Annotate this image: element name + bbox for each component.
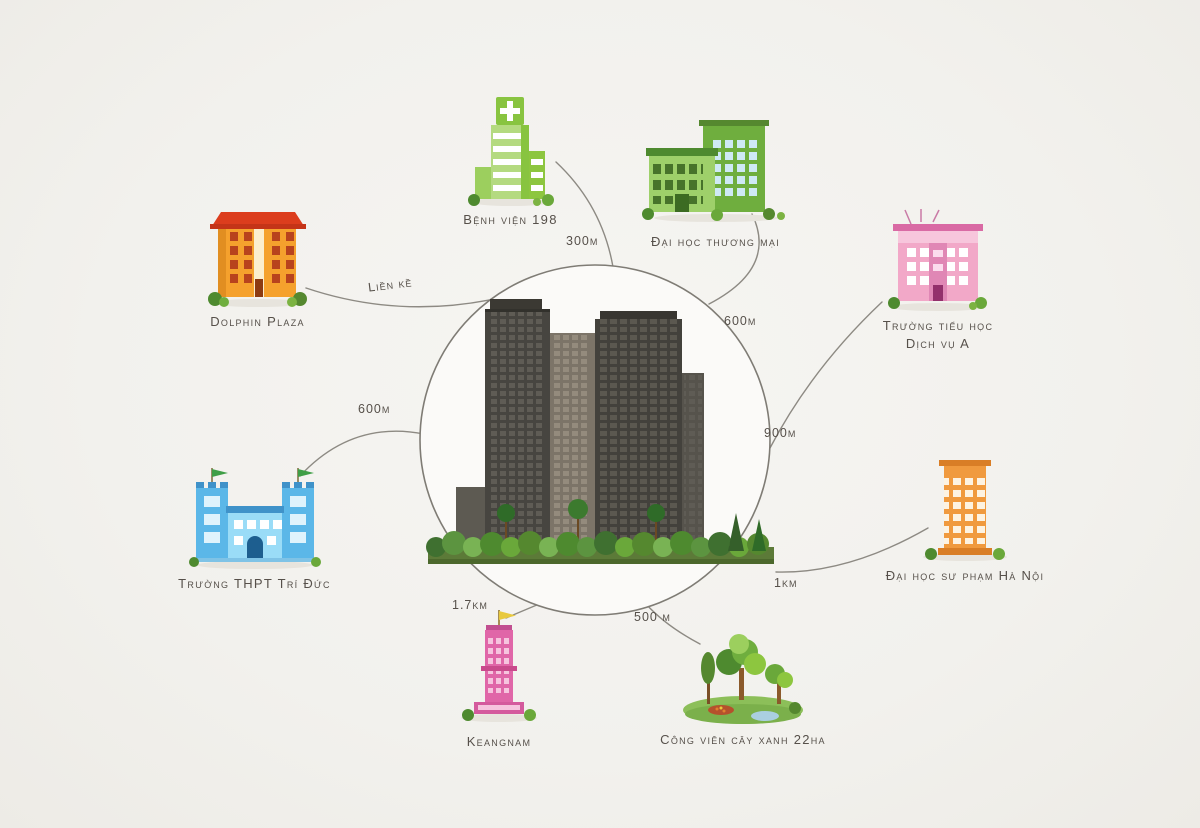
- landmark-benh-vien-198: Bệnh viện 198: [448, 94, 573, 229]
- landmark-label-dai-hoc-thuong-mai: Đại học thương mại: [650, 234, 781, 249]
- project-towers-icon: [426, 299, 774, 564]
- connector-truong-thpt: [299, 430, 425, 477]
- landmark-label-truong-thpt: Trường THPT Trí Đức: [178, 576, 331, 591]
- landmark-label-dich-vu-a: Dịch vụ A: [905, 335, 971, 351]
- connector-benh-vien-198: [555, 161, 614, 268]
- primary-school-icon: [888, 209, 987, 311]
- landmark-label-dai-hoc-su-pham: Đại học sư phạm Hà Nội: [885, 568, 1045, 583]
- distance-label-keangnam: 1.7km: [452, 598, 488, 612]
- landmark-dai-hoc-thuong-mai: Đại học thương mại: [638, 116, 793, 251]
- landmark-label-cong-vien: Công viên cây xanh 22ha: [660, 732, 826, 747]
- distance-label-truong-thpt: 600m: [358, 402, 391, 416]
- high-school-castle-icon: [188, 468, 321, 569]
- landmark-truong-thpt-tri-duc: Trường THPT Trí Đức: [172, 462, 337, 593]
- landmark-cong-vien-cay-xanh: Công viên cây xanh 22ha: [658, 626, 828, 749]
- distance-label-dai-hoc-su-pham: 1km: [774, 576, 798, 590]
- connector-truong-tieu-hoc: [769, 301, 883, 449]
- landmark-truong-tieu-hoc-dich-vu-a: Trường tiểu học Dịch vụ A: [868, 206, 1008, 352]
- distance-label-cong-vien: 500 m: [634, 610, 671, 624]
- landmark-dai-hoc-su-pham-ha-noi: Đại học sư phạm Hà Nội: [876, 454, 1054, 585]
- connector-dolphin-plaza: [305, 287, 490, 308]
- connector-dai-hoc-su-pham: [775, 527, 929, 573]
- hospital-icon: [467, 97, 554, 206]
- landmark-label-dolphin-plaza: Dolphin Plaza: [210, 314, 305, 329]
- university-thuong-mai-icon: [641, 120, 785, 222]
- distance-label-truong-tieu-hoc: 900m: [764, 426, 797, 440]
- dolphin-plaza-icon: [207, 212, 307, 307]
- distance-label-dai-hoc-thuong-mai: 600m: [724, 314, 757, 328]
- university-su-pham-icon: [923, 460, 1007, 561]
- landmark-label-keangnam: Keangnam: [466, 734, 532, 749]
- landmark-label-truong-tieu-hoc: Trường tiểu học: [882, 318, 994, 333]
- distance-label-benh-vien-198: 300m: [566, 234, 599, 248]
- landmark-keangnam: Keangnam: [440, 608, 558, 751]
- connector-dai-hoc-thuong-mai: [708, 213, 760, 305]
- landmark-dolphin-plaza: Dolphin Plaza: [190, 204, 325, 331]
- keangnam-tower-icon: [461, 610, 537, 722]
- connector-cong-vien: [645, 603, 701, 645]
- landmark-label-benh-vien-198: Bệnh viện 198: [463, 212, 558, 227]
- project-building-image: [410, 255, 790, 600]
- park-icon: [683, 634, 803, 724]
